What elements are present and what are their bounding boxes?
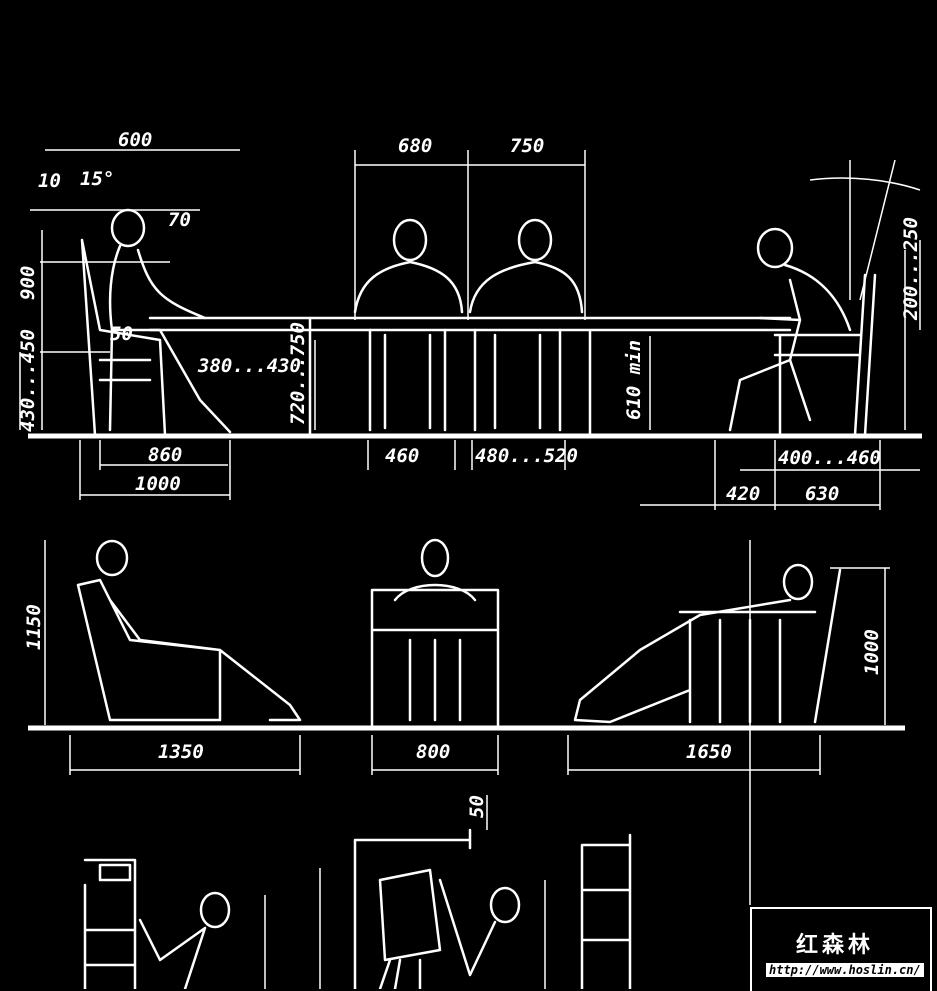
dim-chair-width-b: 480...520 — [475, 445, 578, 467]
dim-seat-depth: 400...460 — [778, 447, 881, 469]
dim-width-b: 750 — [510, 135, 544, 157]
dim-knee-clearance: 610 min — [623, 340, 645, 420]
storage-figures-row3 — [83, 540, 751, 989]
dim-thigh-clearance: 380...430 — [197, 355, 301, 377]
watermark: 红森林 http://www.hoslin.cn/ — [750, 907, 932, 991]
dim-backrest-height: 900 — [17, 266, 39, 300]
dimension-lines-row2 — [44, 540, 890, 775]
dim-shelf-offset: 50 — [466, 795, 488, 818]
lounge-chair-figure — [573, 563, 842, 724]
right-seated-figure — [728, 227, 877, 437]
watermark-url: http://www.hoslin.cn/ — [766, 963, 924, 977]
dim-width-a: 680 — [398, 135, 432, 157]
dim-seat-height: 430...450 — [17, 329, 39, 432]
armchair-figure — [76, 539, 302, 722]
dim-armchair-depth: 1350 — [158, 741, 204, 763]
dimension-lines-row1 — [19, 149, 921, 510]
dim-armchair-width: 800 — [416, 741, 450, 763]
dim-depth-outer: 1000 — [135, 473, 181, 495]
dim-chair-depth: 630 — [805, 483, 839, 505]
dim-head-offset: 70 — [168, 209, 191, 231]
dim-angle-right: 15° — [80, 168, 114, 190]
dim-table-height: 720...750 — [287, 322, 309, 425]
dining-table — [148, 316, 792, 438]
dim-armchair-height: 1150 — [23, 604, 45, 650]
left-seated-figure — [80, 208, 232, 437]
dim-foot-space: 420 — [726, 483, 760, 505]
watermark-title: 红森林 — [796, 933, 875, 958]
dim-top-partial: 600 — [118, 129, 152, 151]
dim-lounge-depth: 1650 — [686, 741, 732, 763]
front-armchair-figure — [370, 538, 500, 727]
dim-angle-left: 10 — [38, 170, 61, 192]
dim-back-height: 200...250 — [900, 217, 922, 321]
dim-depth-inner: 860 — [148, 444, 182, 466]
center-seated-figures — [353, 218, 584, 432]
dim-chair-width-a: 460 — [385, 445, 419, 467]
dim-lounge-height: 1000 — [861, 629, 883, 675]
dim-seat-angle: 50 — [110, 323, 133, 345]
